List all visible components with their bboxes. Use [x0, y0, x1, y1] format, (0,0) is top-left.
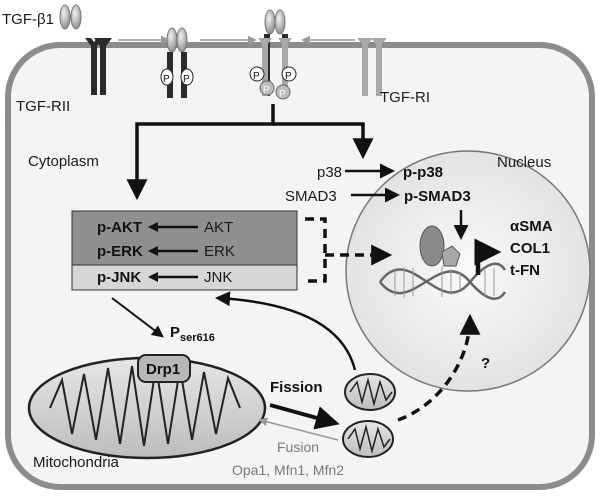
fragmented-mitochondria: [342, 373, 396, 458]
fission-arrow: [269, 403, 340, 430]
tgf-beta1-ligand: [59, 4, 82, 30]
phospho-label: P: [183, 74, 190, 85]
p38-label: p38: [317, 164, 342, 181]
phospho-circle: [160, 68, 174, 86]
tgf-beta1-label: TGF-β1: [2, 11, 54, 28]
phospho-label: P: [263, 85, 270, 96]
drp1-label: Drp1: [146, 361, 180, 378]
nucleus-label: Nucleus: [497, 154, 551, 171]
transcription-factor-complex: [419, 225, 461, 267]
gene-tfn-label: t-FN: [510, 262, 540, 279]
mitochondrion: [27, 356, 267, 460]
gene-asma-label: αSMA: [510, 218, 553, 235]
kinase-bracket: [305, 217, 327, 283]
drp1-box: [137, 354, 191, 383]
tgf-rii-receptor: [85, 38, 112, 95]
phospho-circle: [180, 68, 194, 86]
tgf-ri-receptor: [357, 38, 387, 96]
phospho-label: P: [253, 71, 260, 82]
fusion-label: Fusion: [277, 439, 319, 455]
fission-label: Fission: [270, 379, 323, 396]
fusion-proteins-label: Opa1, Mfn1, Mfn2: [232, 462, 344, 478]
gene-col1-label: COL1: [510, 240, 550, 257]
mitochondria-label: Mitochondria: [33, 454, 120, 471]
p-p38-label: p-p38: [403, 164, 443, 181]
p-smad3-label: p-SMAD3: [404, 188, 471, 205]
receptor-signal-branch: [126, 104, 374, 201]
mito-to-kinase-arrow: [215, 291, 357, 371]
akt-label: AKT: [204, 219, 233, 236]
phospho-label: P: [279, 89, 286, 100]
p-erk-label: p-ERK: [97, 243, 143, 260]
jnk-to-drp1-arrow: [111, 297, 164, 338]
p-akt-label: p-AKT: [97, 219, 142, 236]
erk-label: ERK: [204, 243, 235, 260]
phospho-circle: [275, 84, 291, 100]
pser616-label: Pser616: [170, 324, 215, 344]
transcription-start-icon: [474, 238, 502, 275]
phospho-label: P: [163, 74, 170, 85]
cytoplasm-label: Cytoplasm: [28, 153, 99, 170]
phospho-circle: [259, 80, 275, 96]
ligand-bound-receptor: P P: [160, 27, 194, 98]
tgf-rii-label: TGF-RII: [16, 98, 70, 115]
p-jnk-label: p-JNK: [97, 269, 141, 286]
question-mark-label: ?: [481, 355, 490, 372]
tgf-ri-label: TGF-RI: [380, 89, 430, 106]
phospho-circle: [281, 66, 297, 82]
fusion-arrow: [258, 417, 339, 441]
phospho-label: P: [285, 71, 292, 82]
receptor-complex: P P P P: [249, 9, 297, 100]
phospho-circle: [249, 66, 265, 82]
smad3-label: SMAD3: [285, 188, 337, 205]
nucleus: [345, 150, 591, 392]
mito-to-nucleus-arrow: [397, 313, 481, 422]
jnk-label: JNK: [204, 269, 232, 286]
